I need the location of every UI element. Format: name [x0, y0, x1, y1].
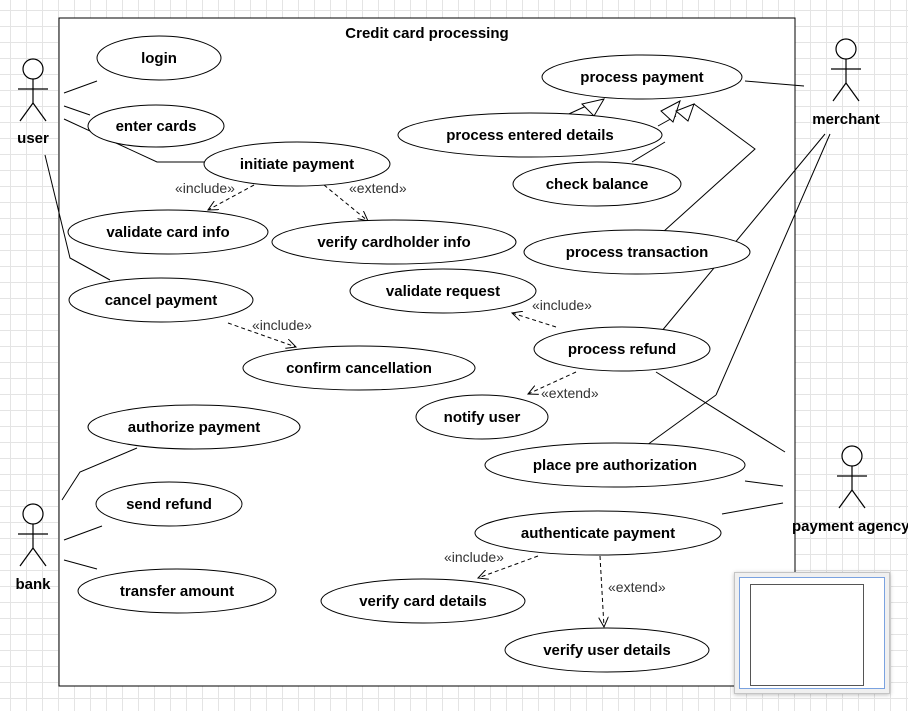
- actor-payment-agency-label: payment agency: [792, 518, 908, 535]
- use-case-initiate-payment[interactable]: initiate payment: [203, 141, 391, 187]
- outline-minimap[interactable]: [734, 572, 890, 694]
- use-case-confirm-cancellation[interactable]: confirm cancellation: [242, 345, 476, 391]
- use-case-validate-card-info[interactable]: validate card info: [67, 209, 269, 255]
- svg-text:validate card info: validate card info: [106, 224, 229, 241]
- svg-text:check balance: check balance: [546, 176, 649, 193]
- use-case-process-transaction[interactable]: process transaction: [523, 229, 751, 275]
- actor-merchant-label: merchant: [812, 111, 880, 128]
- use-case-process-refund[interactable]: process refund: [533, 326, 711, 372]
- use-case-authorize-payment[interactable]: authorize payment: [87, 404, 301, 450]
- stereotype-extend-1: «extend»: [349, 180, 407, 196]
- svg-text:validate request: validate request: [386, 283, 500, 300]
- svg-text:confirm cancellation: confirm cancellation: [286, 360, 432, 377]
- actor-bank-label: bank: [15, 576, 51, 593]
- use-case-authenticate-payment[interactable]: authenticate payment: [474, 510, 722, 556]
- actor-user[interactable]: user: [17, 58, 49, 147]
- svg-text:process payment: process payment: [580, 69, 703, 86]
- stereotype-include-2: «include»: [252, 317, 312, 333]
- stereotype-include-4: «include»: [444, 549, 504, 565]
- svg-text:authenticate payment: authenticate payment: [521, 525, 675, 542]
- actor-merchant[interactable]: merchant: [812, 38, 880, 128]
- svg-text:notify user: notify user: [444, 409, 521, 426]
- actor-bank[interactable]: bank: [15, 503, 51, 593]
- generalization-arrowheads: [581, 98, 695, 123]
- use-case-notify-user[interactable]: notify user: [415, 394, 549, 440]
- use-case-verify-user-details[interactable]: verify user details: [504, 627, 710, 673]
- stereotype-include-1: «include»: [175, 180, 235, 196]
- stereotype-labels: «include» «extend» «include» «include» «…: [175, 180, 666, 595]
- use-case-verify-card-details[interactable]: verify card details: [320, 578, 526, 624]
- use-case-place-pre-authorization[interactable]: place pre authorization: [484, 442, 746, 488]
- actor-payment-agency[interactable]: payment agency: [792, 445, 908, 535]
- svg-text:initiate payment: initiate payment: [240, 156, 354, 173]
- svg-text:place pre authorization: place pre authorization: [533, 457, 697, 474]
- use-case-verify-cardholder-info[interactable]: verify cardholder info: [271, 219, 517, 265]
- use-case-send-refund[interactable]: send refund: [95, 481, 243, 527]
- use-case-process-entered-details[interactable]: process entered details: [397, 112, 663, 158]
- svg-text:verify card details: verify card details: [359, 593, 487, 610]
- svg-text:transfer amount: transfer amount: [120, 583, 234, 600]
- svg-text:process entered details: process entered details: [446, 127, 614, 144]
- svg-text:process refund: process refund: [568, 341, 676, 358]
- svg-text:send refund: send refund: [126, 496, 212, 513]
- svg-text:enter cards: enter cards: [116, 118, 197, 135]
- use-case-validate-request[interactable]: validate request: [349, 268, 537, 314]
- svg-text:authorize payment: authorize payment: [128, 419, 261, 436]
- use-case-enter-cards[interactable]: enter cards: [87, 104, 225, 148]
- use-case-cancel-payment[interactable]: cancel payment: [68, 277, 254, 323]
- svg-text:cancel payment: cancel payment: [105, 292, 218, 309]
- stereotype-include-3: «include»: [532, 297, 592, 313]
- svg-text:login: login: [141, 50, 177, 67]
- minimap-diagram-thumbnail: [750, 584, 864, 686]
- diagram-title: Credit card processing: [345, 25, 508, 42]
- svg-text:process transaction: process transaction: [566, 244, 709, 261]
- stereotype-extend-3: «extend»: [608, 579, 666, 595]
- dependency-lines: [208, 184, 604, 627]
- use-case-process-payment[interactable]: process payment: [541, 54, 743, 100]
- use-case-transfer-amount[interactable]: transfer amount: [77, 568, 277, 614]
- svg-text:verify cardholder info: verify cardholder info: [317, 234, 470, 251]
- svg-text:verify user details: verify user details: [543, 642, 671, 659]
- use-case-login[interactable]: login: [96, 35, 222, 81]
- minimap-viewport[interactable]: [739, 577, 885, 689]
- actor-user-label: user: [17, 130, 49, 147]
- stereotype-extend-2: «extend»: [541, 385, 599, 401]
- use-case-check-balance[interactable]: check balance: [512, 161, 682, 207]
